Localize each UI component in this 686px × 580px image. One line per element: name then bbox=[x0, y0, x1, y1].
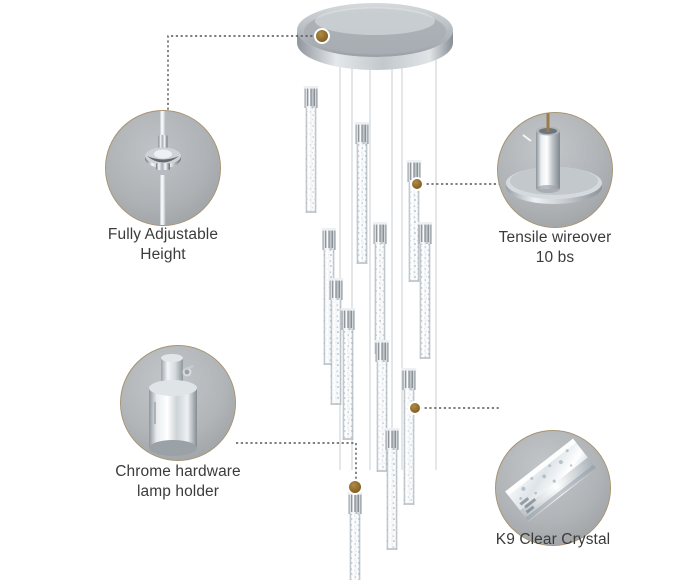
pendant-10 bbox=[401, 368, 417, 505]
pendant-11 bbox=[384, 428, 400, 550]
crystal-anchor bbox=[408, 401, 422, 415]
ceiling-canopy-plate bbox=[297, 3, 453, 70]
fully-adjustable-height-label: Fully Adjustable Height bbox=[107, 226, 219, 263]
pendant-2 bbox=[354, 122, 370, 264]
lamp-holder-anchor bbox=[347, 479, 363, 495]
pendant-8 bbox=[340, 308, 356, 440]
pendant-7 bbox=[328, 278, 344, 405]
pendant-3 bbox=[406, 160, 422, 282]
canopy-anchor bbox=[314, 28, 330, 44]
tensile-wireover-photo bbox=[497, 112, 613, 228]
fully-adjustable-height-photo bbox=[105, 110, 221, 226]
pendant-6 bbox=[417, 222, 433, 359]
pendant-lights bbox=[303, 86, 433, 580]
pendant-9 bbox=[374, 340, 390, 472]
chrome-lamp-holder-photo bbox=[120, 345, 236, 461]
leader-adjustable-height bbox=[167, 35, 322, 112]
k9-clear-crystal-label: K9 Clear Crystal bbox=[495, 531, 611, 548]
k9-crystal-rod-photo bbox=[495, 430, 611, 546]
tensile-wireover-label: Tensile wireover 10 bs bbox=[498, 229, 612, 266]
pendant-1 bbox=[303, 86, 319, 213]
pendant-12 bbox=[347, 492, 363, 580]
leader-lamp-holder bbox=[236, 442, 357, 487]
pendant-5 bbox=[372, 222, 388, 354]
chrome-lamp-holder-label: Chrome hardware lamp holder bbox=[115, 463, 241, 500]
wire-anchor bbox=[410, 177, 424, 191]
